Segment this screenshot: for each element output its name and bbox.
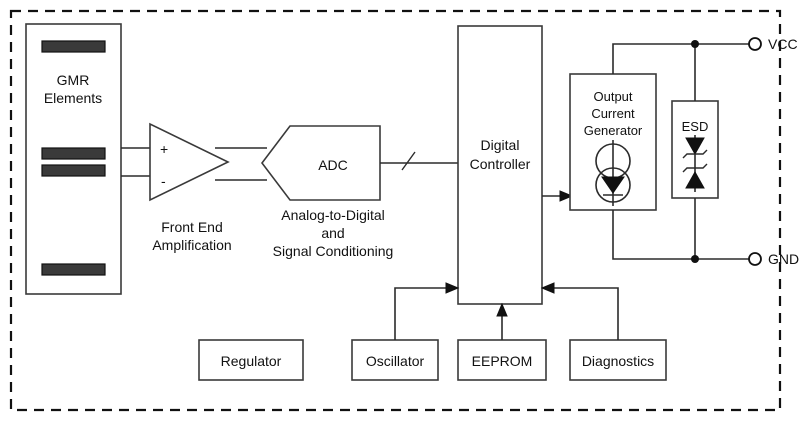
gnd-terminal-circle[interactable] xyxy=(748,252,762,266)
esd-diode-lower-triangle xyxy=(685,170,705,189)
amplifier-plus-label: + xyxy=(160,141,168,157)
digital-controller-label-line2: Controller xyxy=(470,156,531,172)
adc-caption-line2: and xyxy=(321,225,344,241)
digital-controller-label-line1: Digital xyxy=(481,137,520,153)
package-boundary-dashed xyxy=(9,9,782,412)
gnd-terminal-label: GND xyxy=(768,251,799,267)
amplifier-caption-line1: Front End xyxy=(161,219,222,235)
diagnostics-label: Diagnostics xyxy=(582,353,654,369)
junction-dot-gnd xyxy=(691,255,699,263)
arrowhead-diagnostics-to-controller xyxy=(540,282,555,294)
adc-label: ADC xyxy=(318,157,348,173)
adc-block[interactable] xyxy=(260,125,381,201)
gmr-bar-middle-upper xyxy=(41,147,106,160)
wire-output-gen-to-vcc-rail xyxy=(612,43,751,74)
gmr-label-line1: GMR xyxy=(57,72,90,88)
eeprom-block[interactable] xyxy=(457,339,547,381)
output-gen-label-line3: Generator xyxy=(584,123,643,138)
esd-diode-upper-zener-bar xyxy=(682,149,708,159)
vcc-terminal-circle[interactable] xyxy=(748,37,762,51)
wire-oscillator-to-controller xyxy=(394,287,450,340)
front-end-amplifier-block[interactable] xyxy=(149,122,230,202)
output-gen-label-line2: Current xyxy=(591,106,635,121)
gmr-bar-top xyxy=(41,40,106,53)
current-source-arrow xyxy=(601,176,625,194)
oscillator-label: Oscillator xyxy=(366,353,425,369)
regulator-label: Regulator xyxy=(221,353,282,369)
regulator-block[interactable] xyxy=(198,339,304,381)
diagnostics-block[interactable] xyxy=(569,339,667,381)
esd-label: ESD xyxy=(682,119,709,134)
adc-caption-line1: Analog-to-Digital xyxy=(281,207,385,223)
arrowhead-oscillator-to-controller xyxy=(445,282,460,294)
arrowhead-to-output-gen xyxy=(559,190,574,202)
digital-controller-block[interactable] xyxy=(457,25,543,305)
gmr-bar-middle-lower xyxy=(41,164,106,177)
esd-diode-upper-triangle xyxy=(685,137,705,156)
eeprom-label: EEPROM xyxy=(472,353,533,369)
output-gen-label-line1: Output xyxy=(593,89,632,104)
gmr-label-line2: Elements xyxy=(44,90,102,106)
gmr-bar-bottom xyxy=(41,263,106,276)
oscillator-block[interactable] xyxy=(351,339,439,381)
amplifier-minus-label: - xyxy=(161,173,166,189)
vcc-terminal-label: VCC xyxy=(768,36,798,52)
amplifier-caption-line2: Amplification xyxy=(152,237,231,253)
junction-dot-vcc xyxy=(691,40,699,48)
wire-diagnostics-to-controller xyxy=(550,287,619,340)
bus-slash-mark xyxy=(401,151,416,171)
adc-caption-line3: Signal Conditioning xyxy=(273,243,394,259)
wire-output-gen-to-gnd-rail xyxy=(612,210,751,260)
arrowhead-eeprom-to-controller xyxy=(496,302,508,317)
esd-diode-lower-zener-bar xyxy=(682,163,708,173)
